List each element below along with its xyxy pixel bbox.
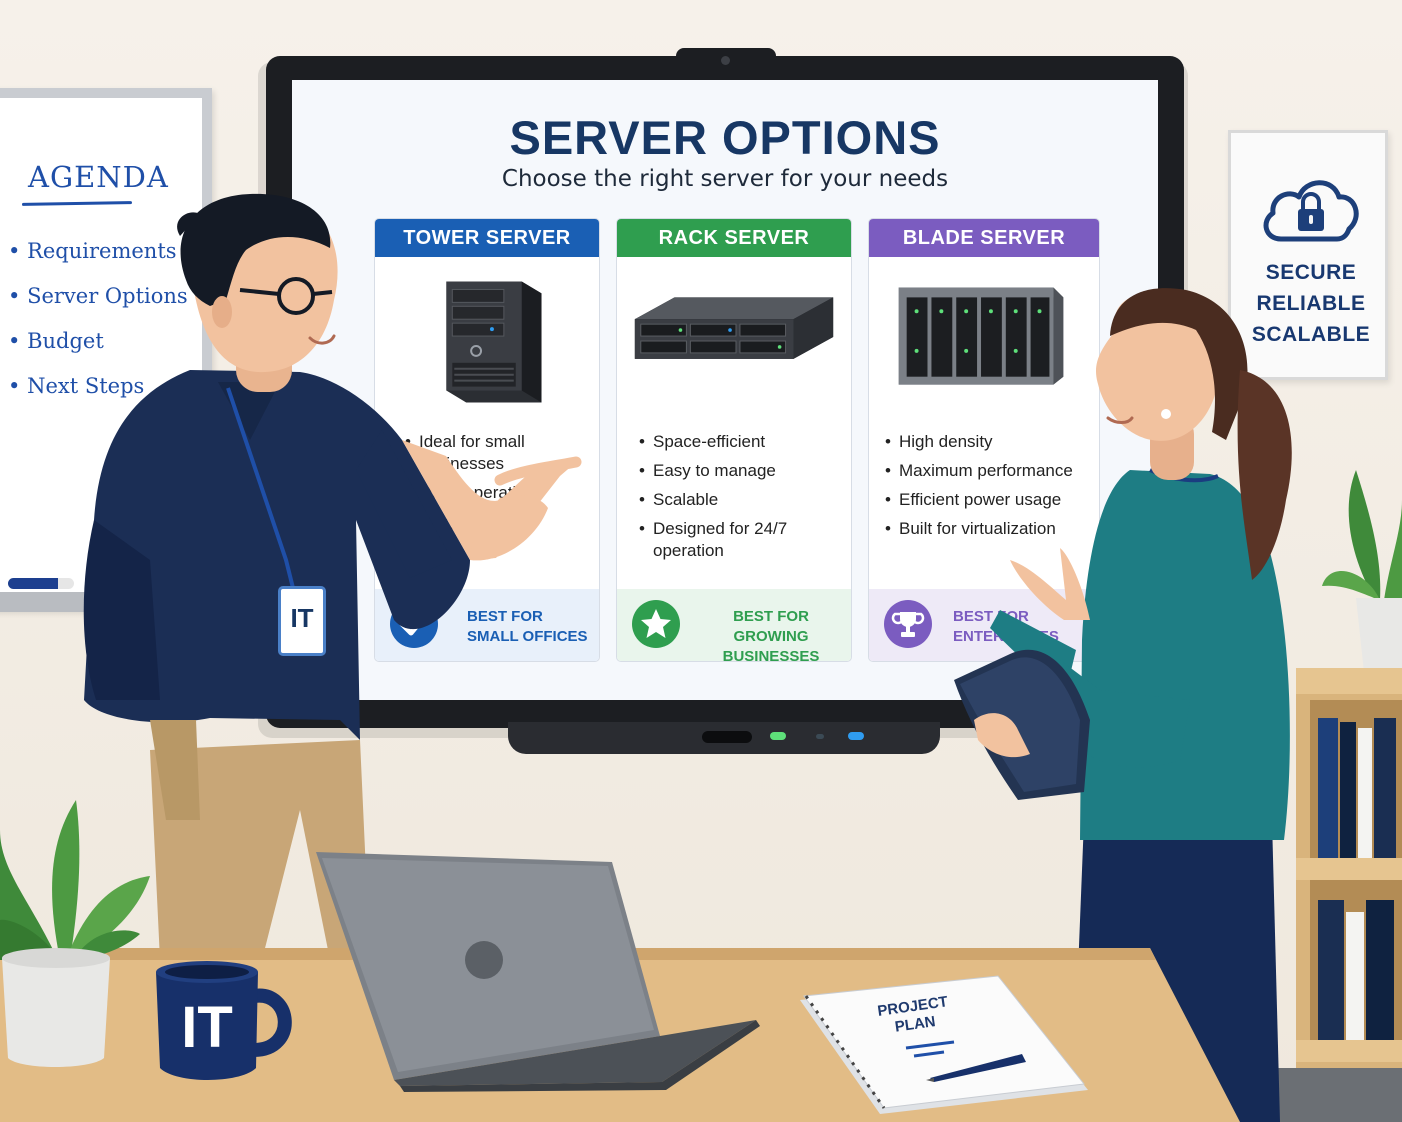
feature-item: Scalable [639, 489, 809, 511]
check-icon [389, 599, 439, 649]
whiteboard-tray [0, 592, 86, 612]
feature-item: Maximum performance [885, 460, 1073, 482]
best-for-line: BEST FOR [953, 608, 1029, 625]
feature-item: Easy to … [405, 511, 575, 533]
feature-item: Efficient power usage [885, 489, 1073, 511]
webcam-icon [676, 48, 776, 70]
feature-list: High density Maximum performance Efficie… [885, 431, 1073, 547]
slide-subtitle: Choose the right server for your needs [501, 166, 949, 192]
best-for-line: SMALL OFFICES [467, 628, 588, 645]
trophy-icon [883, 599, 933, 649]
agenda-item: Server Options [8, 279, 188, 324]
best-for-line: ENTERPRISES [953, 628, 1059, 645]
rack-server-icon [634, 297, 834, 359]
best-for-line: BEST FOR [733, 608, 809, 625]
feature-item: Space-efficient [639, 431, 809, 453]
feature-item: High density [885, 431, 1073, 453]
feature-item: Quiet operati… [405, 482, 575, 504]
feature-item: Built for virtualization [885, 518, 1073, 540]
soundbar [508, 722, 940, 754]
best-for-label: BEST FOR GROWING BUSINESSES [691, 607, 851, 662]
card-footer: BEST FOR SMALL OFFICES [375, 589, 599, 661]
poster-line: SECURE [1265, 261, 1357, 284]
cloud-lock-icon [1263, 180, 1359, 242]
feature-item: Ideal for small businesses [405, 431, 575, 475]
blade-server-icon [898, 287, 1064, 385]
feature-list: Ideal for small businesses Quiet operati… [405, 431, 575, 540]
feature-list: Space-efficient Easy to manage Scalable … [639, 431, 809, 569]
card-header: TOWER SERVER [375, 219, 599, 257]
best-for-line: GROWING BUSINESSES [722, 628, 820, 662]
card-footer: BEST FOR GROWING BUSINESSES [617, 589, 851, 661]
mug-text: IT [181, 995, 233, 1060]
slide-screen: SERVER OPTIONS Choose the right server f… [292, 80, 1158, 700]
feature-item: Easy to manage [639, 460, 809, 482]
card-header: RACK SERVER [617, 219, 851, 257]
id-badge: IT [278, 586, 326, 656]
soundbar-slot [702, 731, 752, 743]
best-for-line: BEST FOR [467, 608, 543, 625]
agenda-item: Requirements [8, 234, 188, 279]
agenda-list: Requirements Server Options Budget Next … [8, 234, 188, 414]
slide-title: SERVER OPTIONS [509, 111, 941, 164]
poster-line: SCALABLE [1251, 323, 1371, 346]
status-led-blue [848, 732, 864, 740]
feature-item: Designed for 24/7 operation [639, 518, 809, 562]
status-led-idle [816, 734, 824, 739]
card-rack-server[interactable]: RACK SERVER Space-efficient Easy to mana… [616, 218, 852, 662]
agenda-title: AGENDA [28, 160, 169, 194]
poster-line: RELIABLE [1256, 292, 1366, 315]
card-tower-server[interactable]: TOWER SERVER Ideal for small businesses … [374, 218, 600, 662]
agenda-item: Budget [8, 324, 188, 369]
best-for-label: BEST FOR ENTERPRISES [953, 607, 1059, 647]
security-poster: SECURE RELIABLE SCALABLE [1228, 130, 1388, 380]
status-led-green [770, 732, 786, 740]
id-badge-text: IT [290, 603, 314, 633]
card-blade-server[interactable]: BLADE SERVER High density Maximum perfor… [868, 218, 1100, 662]
card-header: BLADE SERVER [869, 219, 1099, 257]
card-footer: BEST FOR ENTERPRISES [869, 589, 1099, 661]
tower-server-icon [446, 281, 542, 403]
agenda-item: Next Steps [8, 369, 188, 414]
best-for-label: BEST FOR SMALL OFFICES [467, 607, 588, 647]
marker-icon [8, 578, 74, 589]
star-icon [631, 599, 681, 649]
